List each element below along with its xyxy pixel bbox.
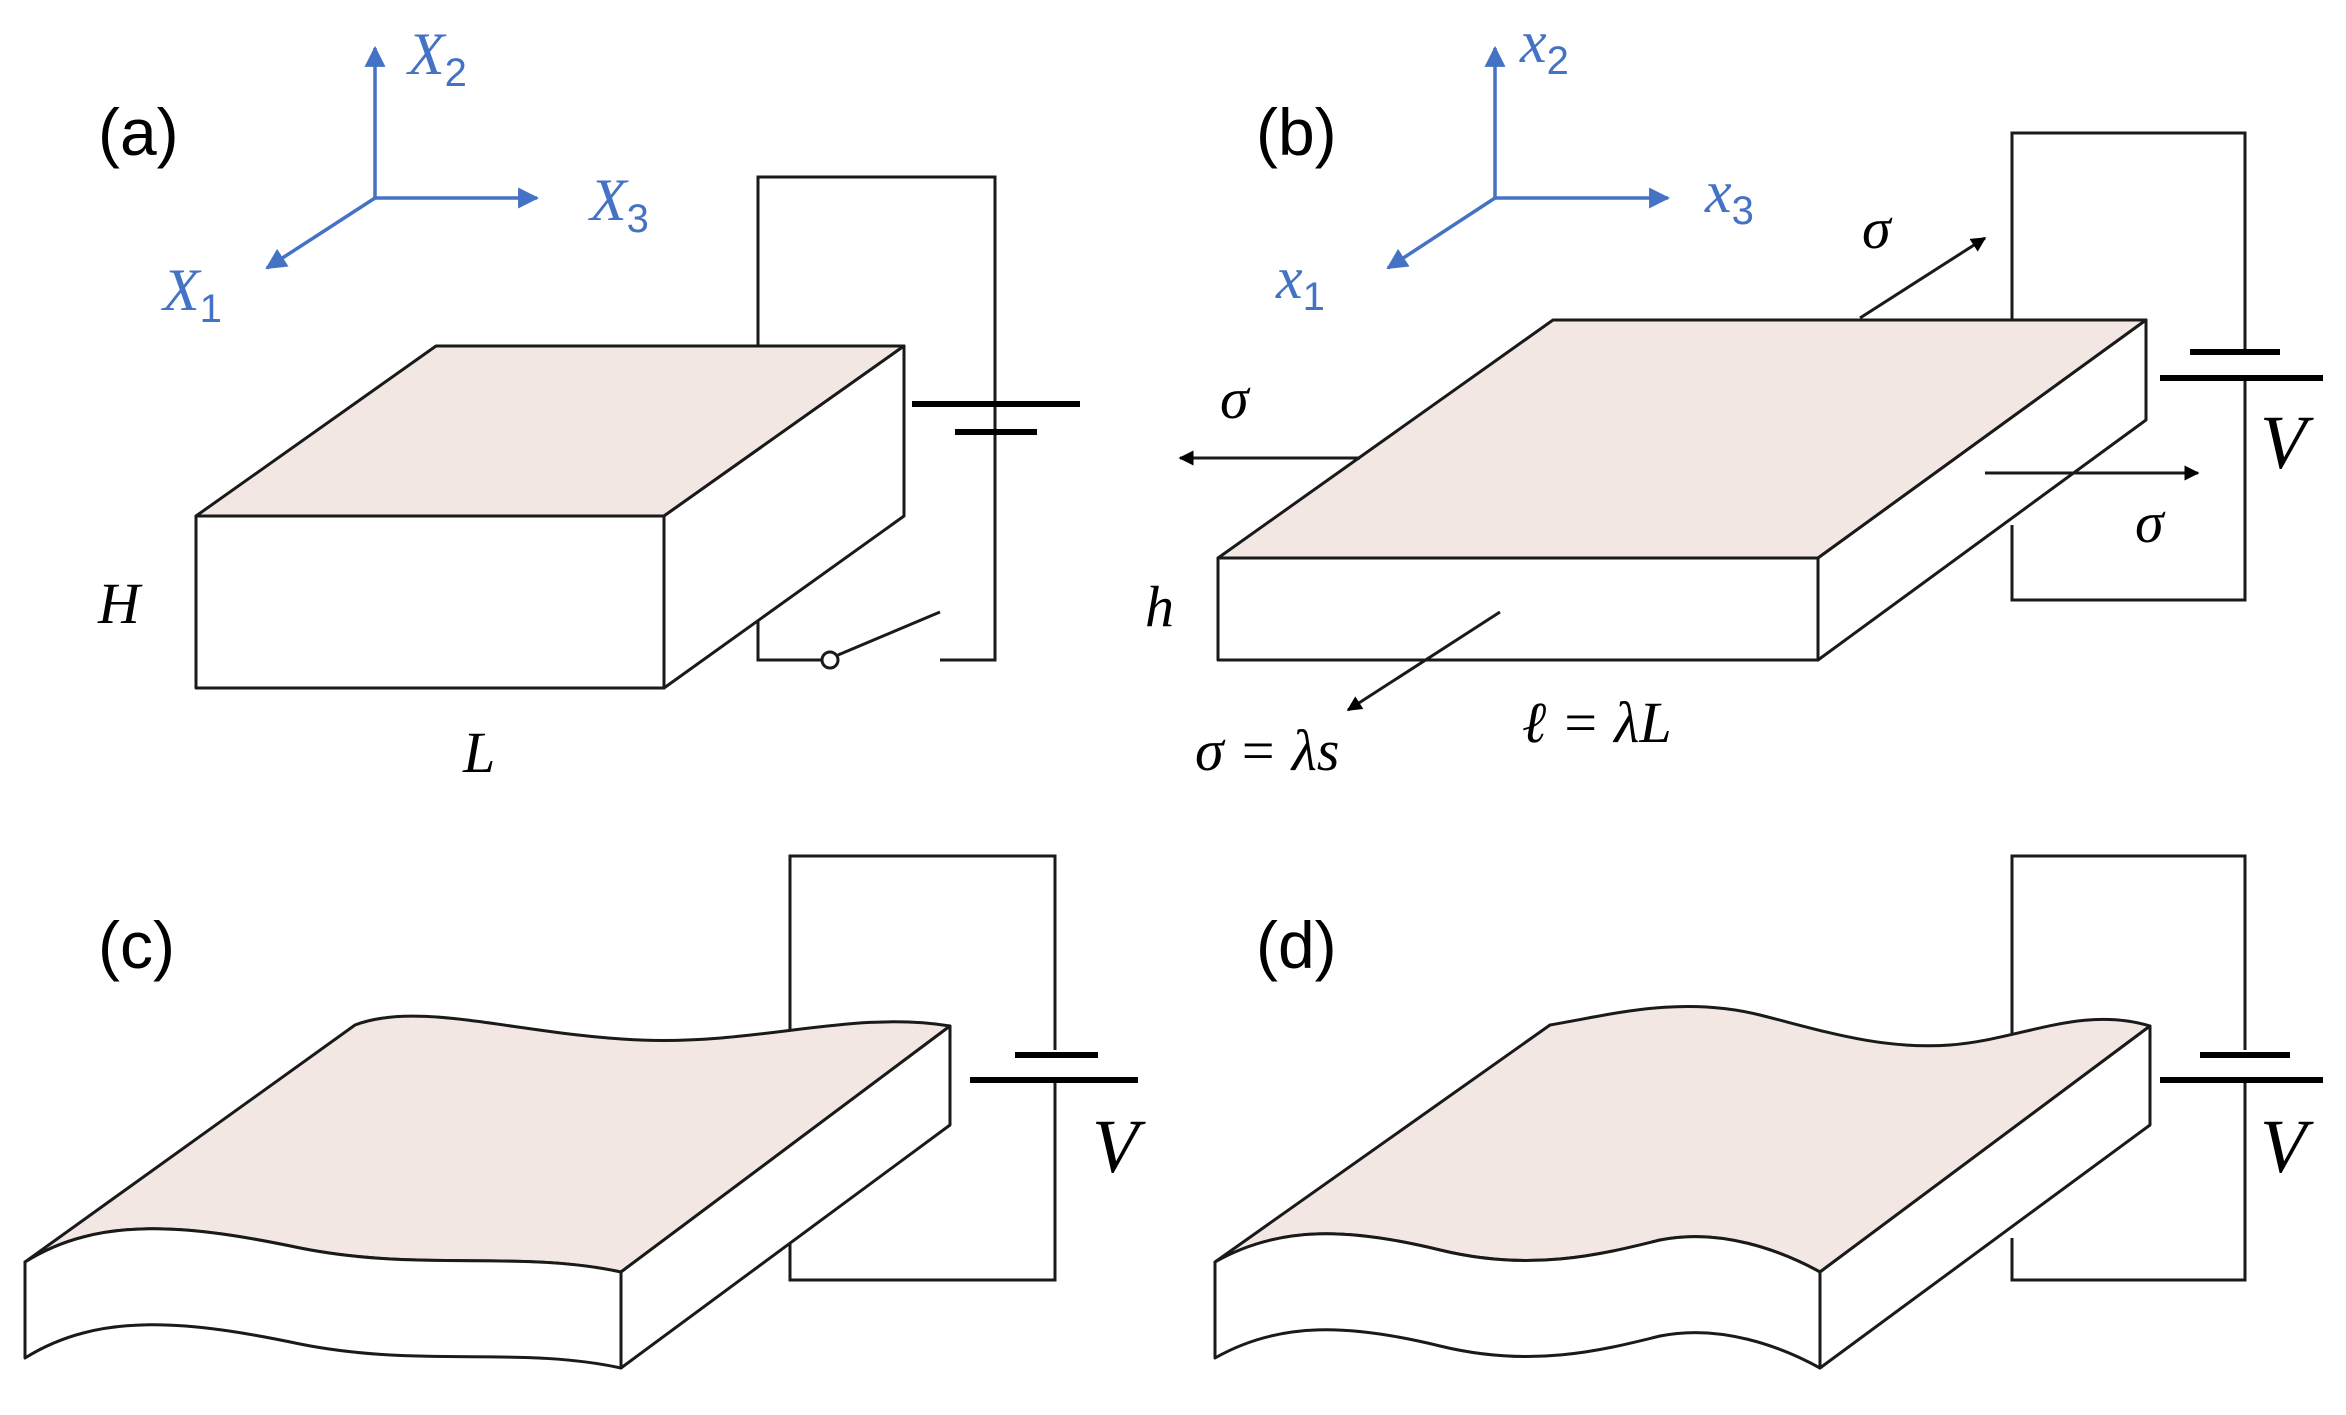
length-label-a: L [462, 720, 495, 785]
stress-arrow-front [1346, 610, 1501, 712]
panel-b-axes: x2 x3 x1 [1275, 9, 1754, 319]
panel-c-circuit [788, 854, 1138, 1282]
panel-d-label: (d) [1256, 908, 1337, 982]
stress-label-right: σ [2135, 490, 2166, 555]
axis-x1-arrow [1386, 196, 1496, 270]
voltage-label-c: V [1092, 1105, 1146, 1189]
panel-b-label: (b) [1256, 95, 1337, 169]
axis-x3-label: X3 [588, 167, 649, 241]
panel-b: (b) x2 x3 x1 σ σ σ σ [1145, 9, 2323, 783]
plate-d-front-face [1213, 1232, 1822, 1370]
axis-x1-arrow [265, 196, 376, 270]
axis-x1-label: x1 [1275, 245, 1325, 319]
stress-label-left: σ [1220, 366, 1251, 431]
panel-a-label: (a) [98, 95, 179, 169]
switch-pivot [820, 650, 840, 670]
panel-a-block [194, 344, 906, 690]
length-relation-b: ℓ = λL [1522, 690, 1672, 755]
stress-label-front: σ = λs [1195, 718, 1339, 783]
panel-a: (a) X2 X3 X1 H L [97, 21, 1080, 785]
panel-c-label: (c) [98, 908, 175, 982]
panel-d: (d) V [1213, 854, 2323, 1370]
height-label-b: h [1145, 574, 1174, 639]
panel-a-axes: X2 X3 X1 [161, 21, 649, 331]
panel-d-circuit [2010, 854, 2323, 1282]
block-b-front-face [1216, 556, 1820, 662]
height-label-a: H [97, 571, 143, 636]
voltage-label-b: V [2260, 401, 2314, 485]
stress-label-top: σ [1862, 196, 1893, 261]
panel-b-block [1216, 318, 2148, 662]
panel-c-wavy-plate [23, 1014, 952, 1370]
switch-lever [837, 610, 941, 657]
axis-x3-label: x3 [1704, 159, 1754, 233]
panel-d-wavy-plate [1213, 1004, 2152, 1370]
axis-x2-label: x2 [1519, 9, 1569, 83]
plate-c-front-face [23, 1227, 623, 1370]
panel-b-circuit [2010, 131, 2323, 602]
stress-arrow-top [1859, 236, 1987, 320]
axis-x2-label: X2 [406, 21, 467, 95]
axis-x1-label: X1 [161, 257, 222, 331]
block-a-front-face [194, 514, 666, 690]
panel-c: (c) V [23, 854, 1146, 1370]
voltage-label-d: V [2260, 1105, 2314, 1189]
panel-b-stresses: σ σ σ σ = λs [1178, 196, 2200, 783]
